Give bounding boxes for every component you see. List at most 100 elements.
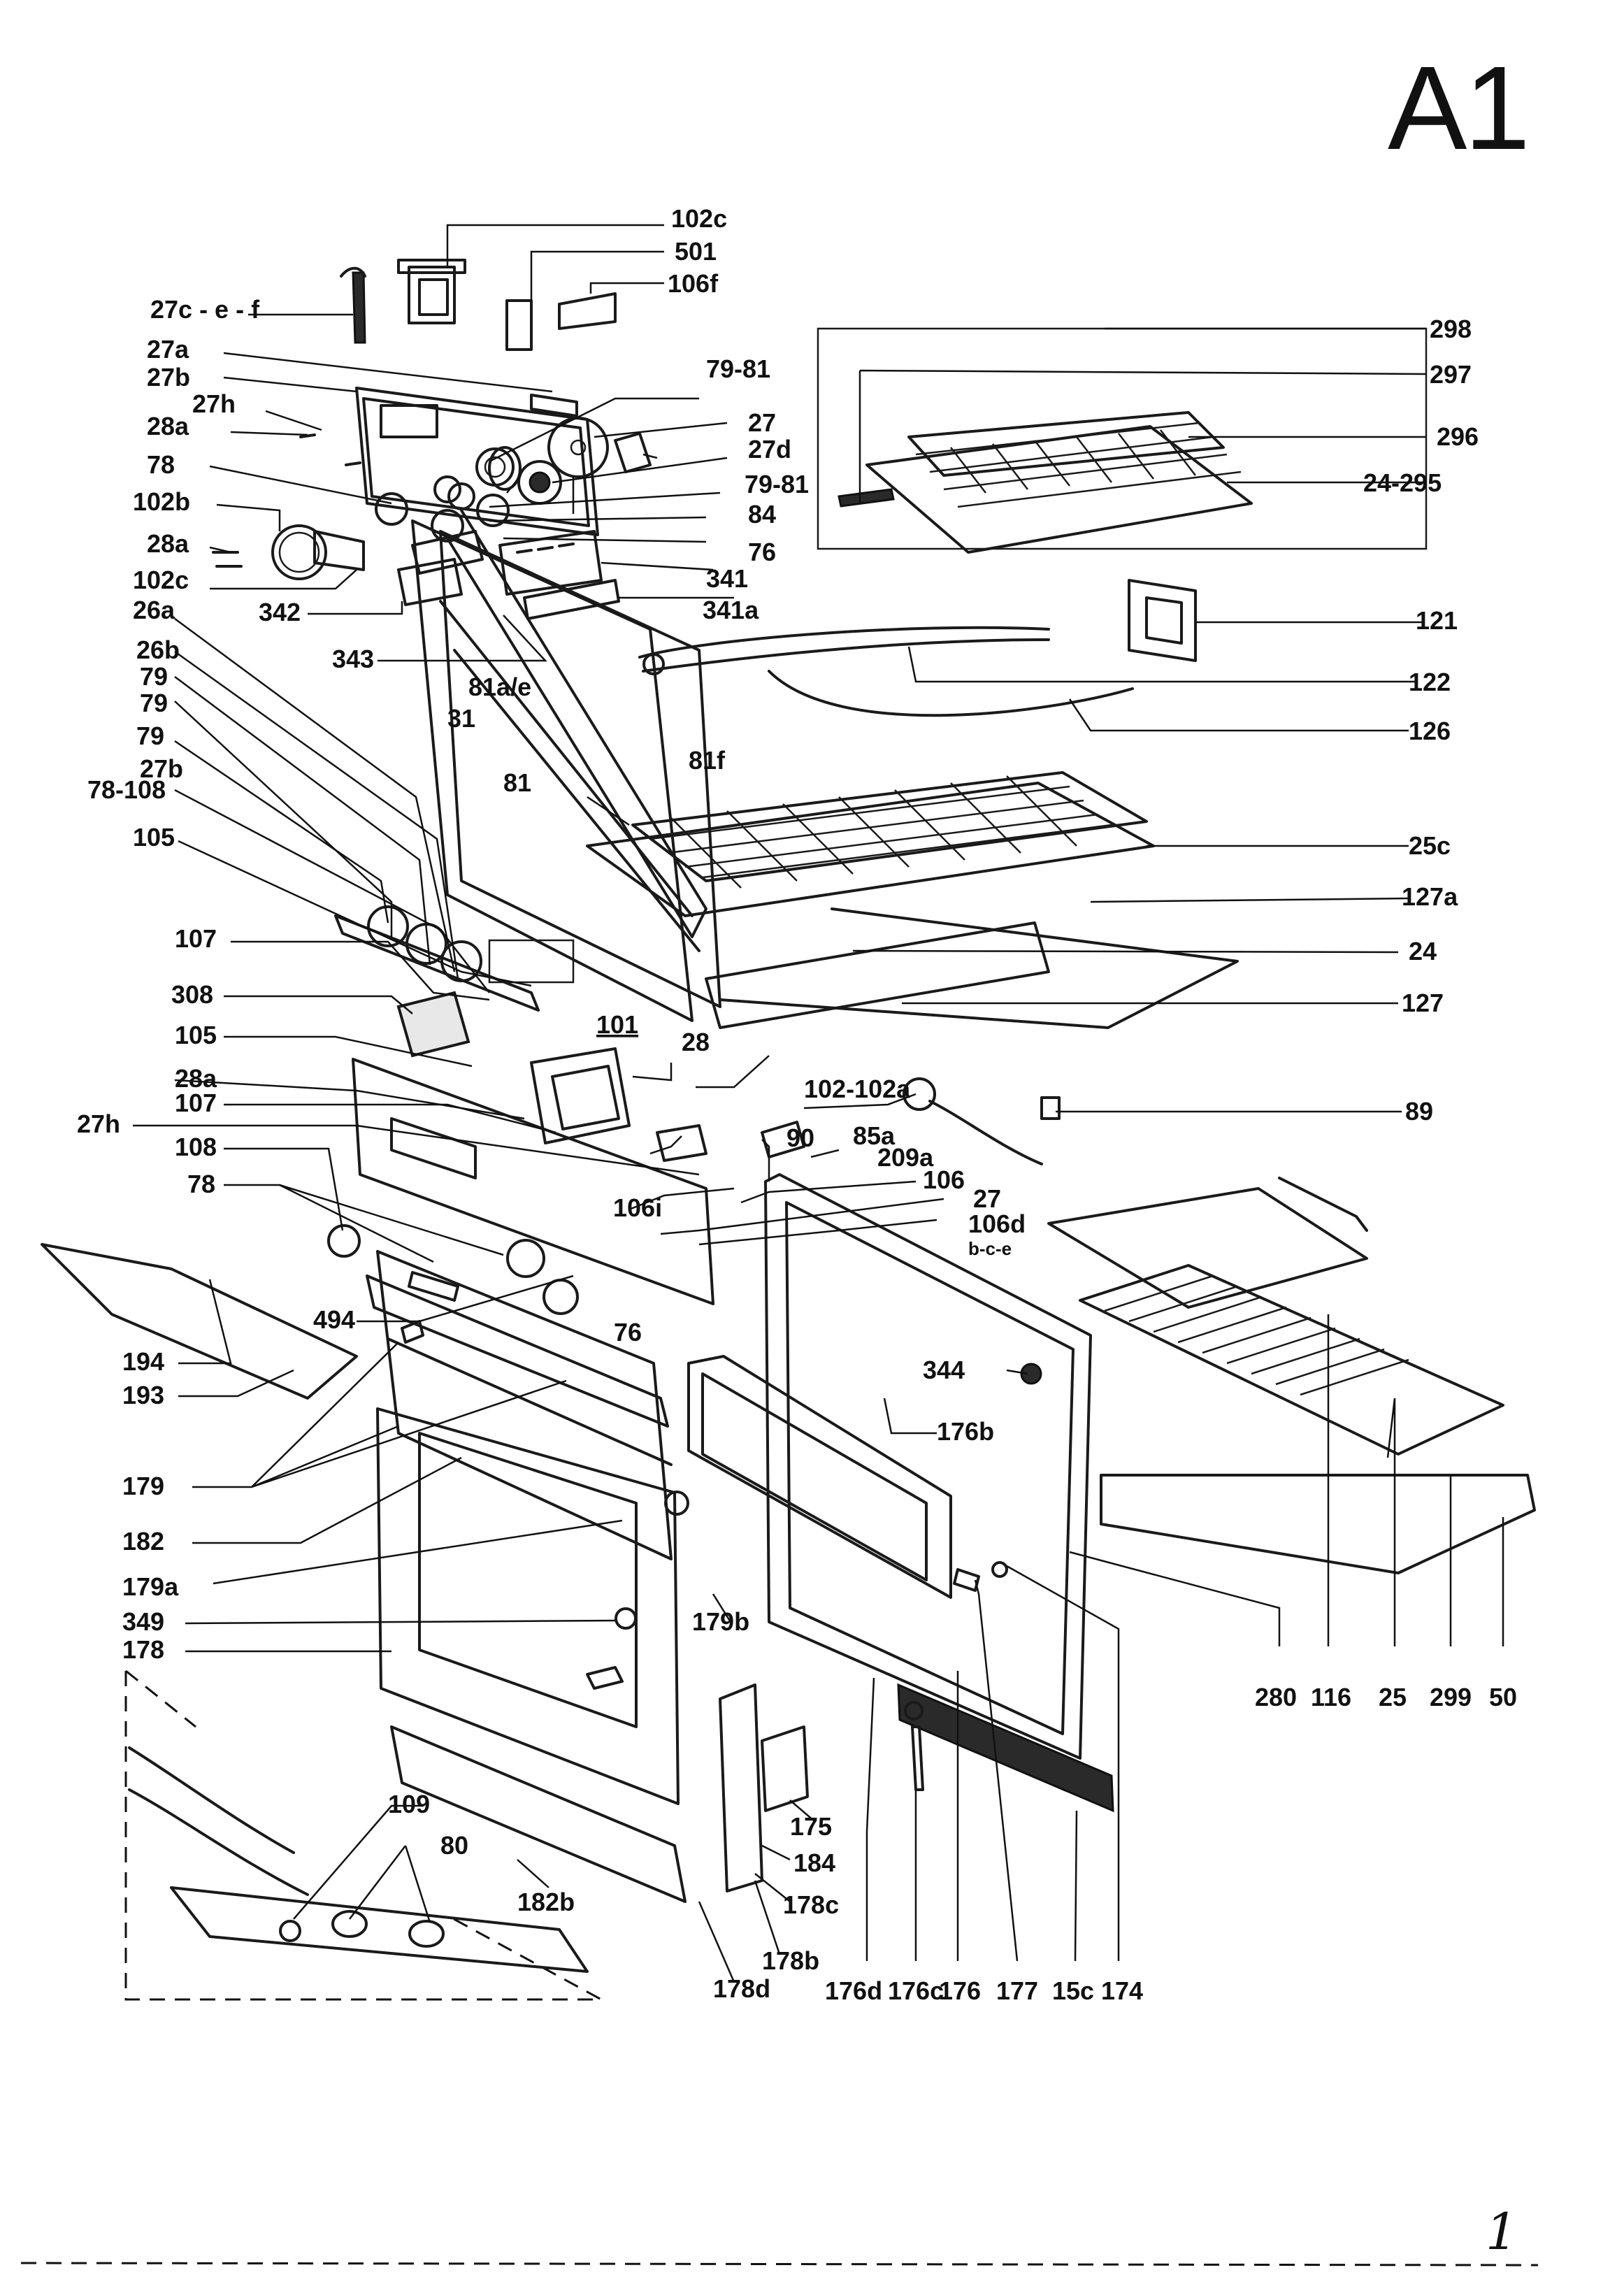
label-106i: 106i xyxy=(613,1193,662,1222)
label-78: 78 xyxy=(147,450,175,479)
label-209a: 209a xyxy=(877,1143,934,1172)
label-174: 174 xyxy=(1101,1976,1143,2005)
label-121: 121 xyxy=(1416,606,1458,635)
label-27a: 27a xyxy=(147,335,189,364)
label-178b: 178b xyxy=(762,1946,819,1975)
label-26b: 26b xyxy=(136,635,180,664)
label-79: 79 xyxy=(136,721,164,750)
label-79-81: 79-81 xyxy=(745,470,809,498)
label-298: 298 xyxy=(1430,315,1472,343)
label-27b: 27b xyxy=(140,754,183,783)
label-178: 178 xyxy=(122,1635,164,1664)
label-296: 296 xyxy=(1437,422,1479,451)
label-81a-e: 81a/e xyxy=(468,673,531,701)
label-122: 122 xyxy=(1409,668,1451,696)
hob-inset xyxy=(41,1243,602,2001)
label-31: 31 xyxy=(447,704,475,733)
label-178d: 178d xyxy=(713,1974,770,2003)
label-179: 179 xyxy=(122,1472,164,1500)
label-28: 28 xyxy=(682,1028,710,1056)
label-341: 341 xyxy=(706,564,748,593)
label-102c: 102c xyxy=(133,566,189,594)
label-102c: 102c xyxy=(671,204,727,233)
top-right-grill xyxy=(638,327,1428,717)
label-109: 109 xyxy=(388,1790,430,1818)
leader-lines xyxy=(133,224,1504,1983)
label-179a: 179a xyxy=(122,1572,179,1601)
label-84: 84 xyxy=(748,500,776,529)
label-24: 24 xyxy=(1409,937,1437,965)
label-102-102a: 102-102a xyxy=(804,1075,911,1103)
label-116: 116 xyxy=(1311,1683,1351,1711)
door-assembly xyxy=(366,1250,952,1903)
label-89: 89 xyxy=(1405,1097,1433,1126)
label-178c: 178c xyxy=(783,1890,839,1919)
label-28a: 28a xyxy=(147,529,189,558)
bottom-rule xyxy=(20,2262,1539,2267)
label-76: 76 xyxy=(614,1318,642,1346)
label-184: 184 xyxy=(793,1848,835,1877)
label-501: 501 xyxy=(675,237,717,266)
label-106f: 106f xyxy=(668,269,719,298)
label-85a: 85a xyxy=(853,1121,896,1150)
label-175: 175 xyxy=(790,1812,832,1841)
label-25: 25 xyxy=(1379,1683,1407,1711)
label-299: 299 xyxy=(1430,1683,1472,1711)
label-176: 176 xyxy=(939,1976,981,2005)
label-176b: 176b xyxy=(937,1417,994,1446)
label-349: 349 xyxy=(122,1607,164,1636)
label-27: 27 xyxy=(973,1184,1001,1213)
label-78-108: 78-108 xyxy=(87,775,166,804)
label-79: 79 xyxy=(140,689,168,717)
label-176c: 176c xyxy=(888,1976,944,2005)
label-308: 308 xyxy=(171,980,213,1009)
label-107: 107 xyxy=(175,924,217,953)
top-brackets xyxy=(340,259,617,351)
label-127: 127 xyxy=(1402,989,1444,1017)
label-81: 81 xyxy=(503,768,531,797)
label-25c: 25c xyxy=(1409,831,1451,860)
label-194: 194 xyxy=(122,1347,164,1376)
page-title: A1 xyxy=(1388,42,1530,175)
label-27h: 27h xyxy=(192,389,236,418)
label-28a: 28a xyxy=(175,1064,217,1093)
label-179b: 179b xyxy=(692,1607,749,1636)
label-280: 280 xyxy=(1255,1683,1297,1711)
label-126: 126 xyxy=(1409,717,1451,745)
label-105: 105 xyxy=(133,823,175,852)
label-108: 108 xyxy=(175,1133,217,1161)
label-27h: 27h xyxy=(77,1109,120,1138)
oven-cavity xyxy=(764,1173,1536,1813)
label-343: 343 xyxy=(332,645,374,673)
label-76: 76 xyxy=(748,538,776,566)
label-105: 105 xyxy=(175,1021,217,1049)
label-80: 80 xyxy=(440,1831,468,1860)
label-b-c-e: b-c-e xyxy=(968,1238,1012,1259)
label-341a: 341a xyxy=(703,596,759,624)
label-182b: 182b xyxy=(517,1888,575,1916)
label-27d: 27d xyxy=(748,435,791,464)
label-24-295: 24-295 xyxy=(1363,468,1442,497)
label-127a: 127a xyxy=(1402,882,1458,911)
label-27c-e-f: 27c - e - f xyxy=(150,295,260,324)
label-176d: 176d xyxy=(825,1976,882,2005)
label-81f: 81f xyxy=(689,746,726,775)
control-fascia xyxy=(327,519,1061,1315)
label-107: 107 xyxy=(175,1089,217,1117)
label-177: 177 xyxy=(996,1976,1038,2005)
label-79-81: 79-81 xyxy=(706,354,770,383)
label-342: 342 xyxy=(259,598,301,626)
label-297: 297 xyxy=(1430,360,1472,389)
label-102b: 102b xyxy=(133,487,190,516)
label-78: 78 xyxy=(187,1170,215,1198)
label-27: 27 xyxy=(748,408,776,437)
part-labels: 102c 501 106f 27c - e - f 27a 27b 27h 28… xyxy=(77,204,1517,2005)
label-15c: 15c xyxy=(1052,1976,1094,2005)
label-101: 101 xyxy=(596,1010,638,1039)
label-26a: 26a xyxy=(133,596,175,624)
label-106d: 106d xyxy=(968,1209,1026,1238)
label-344: 344 xyxy=(923,1356,965,1384)
page-number: 1 xyxy=(1486,2202,1518,2261)
label-50: 50 xyxy=(1489,1683,1517,1711)
